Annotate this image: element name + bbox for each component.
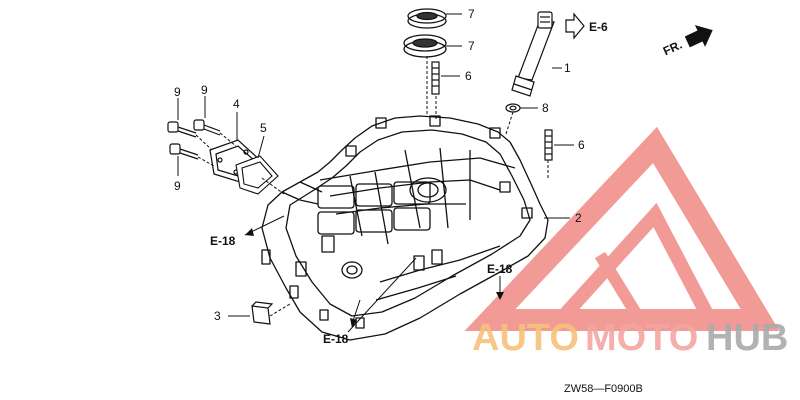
leader-lines bbox=[177, 13, 574, 333]
direction-label: FR. bbox=[661, 38, 684, 59]
stud-bolt-center bbox=[431, 61, 440, 95]
watermark-moto: MOTO bbox=[585, 317, 698, 359]
callout-2: 2 bbox=[575, 211, 582, 225]
hollow-arrow-icon bbox=[565, 12, 585, 40]
callout-9-right: 9 bbox=[201, 83, 208, 97]
watermark-logo-icon bbox=[464, 126, 780, 331]
bolt-upper-left bbox=[167, 121, 197, 138]
diagram-code: ZW58—F0900B bbox=[564, 383, 643, 395]
callout-5: 5 bbox=[260, 121, 267, 135]
watermark-hub: HUB bbox=[706, 317, 788, 359]
callout-8: 8 bbox=[542, 101, 549, 115]
watermark-auto: AUTO bbox=[472, 317, 579, 359]
bolt-lower bbox=[169, 143, 199, 160]
callout-9-left: 9 bbox=[174, 85, 181, 99]
oil-seal-top bbox=[407, 8, 447, 29]
ref-e18-right: E-18 bbox=[487, 262, 513, 276]
callout-1: 1 bbox=[564, 61, 571, 75]
forward-arrow-icon bbox=[684, 25, 713, 48]
stud-bolt-right bbox=[544, 129, 553, 161]
arrow-heads bbox=[245, 228, 504, 328]
rubber-cap bbox=[251, 301, 274, 325]
watermark-text: AUTO MOTO HUB bbox=[472, 317, 788, 359]
callout-6-right: 6 bbox=[578, 138, 585, 152]
ref-e18-left: E-18 bbox=[210, 234, 236, 248]
bolt-upper-right bbox=[193, 119, 221, 136]
callout-9-lower: 9 bbox=[174, 179, 181, 193]
callout-4: 4 bbox=[233, 97, 240, 111]
ref-e18-bottom: E-18 bbox=[323, 332, 349, 346]
callout-7-bottom: 7 bbox=[468, 39, 475, 53]
callout-7-top: 7 bbox=[468, 7, 475, 21]
callout-3: 3 bbox=[214, 309, 221, 323]
washer bbox=[505, 103, 521, 113]
gasket bbox=[235, 155, 279, 195]
ref-e6: E-6 bbox=[589, 20, 608, 34]
oil-level-pipe bbox=[511, 11, 555, 97]
crankcase-body bbox=[261, 115, 549, 341]
oil-seal-bottom bbox=[403, 34, 447, 58]
callout-6-center: 6 bbox=[465, 69, 472, 83]
